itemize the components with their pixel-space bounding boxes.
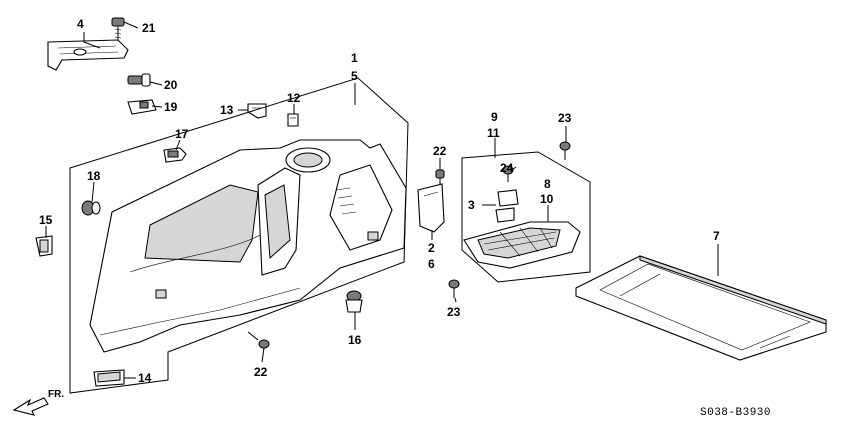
- leader-lines: [45, 21, 719, 379]
- part-8-garnish: [463, 221, 581, 269]
- front-marker-label: FR.: [48, 389, 64, 400]
- callout-9: 9: [491, 110, 498, 124]
- part-12-clip: [287, 113, 299, 127]
- part-2-cover: [417, 183, 445, 233]
- part-3-clip: [495, 189, 519, 223]
- group-box-trim: [69, 77, 409, 394]
- part-16-clip: [345, 290, 363, 313]
- callout-14: 14: [138, 371, 152, 385]
- part-7-rear-tray: [575, 255, 827, 361]
- callout-19: 19: [164, 100, 178, 114]
- front-direction-arrow: FR.: [12, 389, 64, 416]
- callout-3: 3: [468, 198, 475, 212]
- callout-10: 10: [540, 192, 554, 206]
- callout-1: 1: [351, 51, 358, 65]
- part-22-screw-upper: [435, 169, 445, 184]
- part-15-clip: [35, 235, 53, 257]
- part-23-screw-lower: [448, 279, 460, 298]
- part-22-screw-lower: [247, 331, 270, 349]
- callout-labels: 4 21 20 19 13 12 17 18 15 14 1 5 22 2 6 …: [39, 17, 720, 385]
- callout-5: 5: [351, 69, 358, 83]
- callout-11: 11: [487, 126, 500, 140]
- callout-16: 16: [348, 333, 362, 347]
- callout-6: 6: [428, 257, 435, 271]
- part-18-clip: [81, 200, 101, 216]
- part-17-clip: [163, 147, 187, 163]
- callout-12: 12: [287, 91, 301, 105]
- callout-23-lower: 23: [447, 305, 461, 319]
- callout-21: 21: [142, 21, 156, 35]
- callout-15: 15: [39, 213, 53, 227]
- callout-4: 4: [77, 17, 84, 31]
- callout-13: 13: [220, 103, 234, 117]
- callout-2: 2: [428, 241, 435, 255]
- group-box-garnish: [461, 151, 591, 283]
- part-19-clip: [127, 99, 157, 115]
- callout-22-lower: 22: [254, 365, 268, 379]
- callout-22-upper: 22: [433, 144, 447, 158]
- part-24-screw: [502, 165, 514, 182]
- callout-18: 18: [87, 169, 101, 183]
- callout-20: 20: [164, 78, 178, 92]
- part-20-clip: [127, 73, 151, 87]
- diagram-code: S038-B3930: [700, 407, 771, 419]
- callout-17: 17: [175, 127, 189, 141]
- part-23-screw-upper: [559, 141, 571, 160]
- callout-7: 7: [713, 229, 720, 243]
- part-4-bracket: [47, 39, 129, 71]
- part-14-clip: [93, 369, 125, 387]
- part-21-screw: [111, 17, 125, 40]
- part-1-side-trim: [89, 139, 407, 353]
- callout-8: 8: [544, 177, 551, 191]
- part-13-clip: [247, 103, 267, 119]
- callout-23-upper: 23: [558, 111, 572, 125]
- callout-24: 24: [500, 161, 514, 175]
